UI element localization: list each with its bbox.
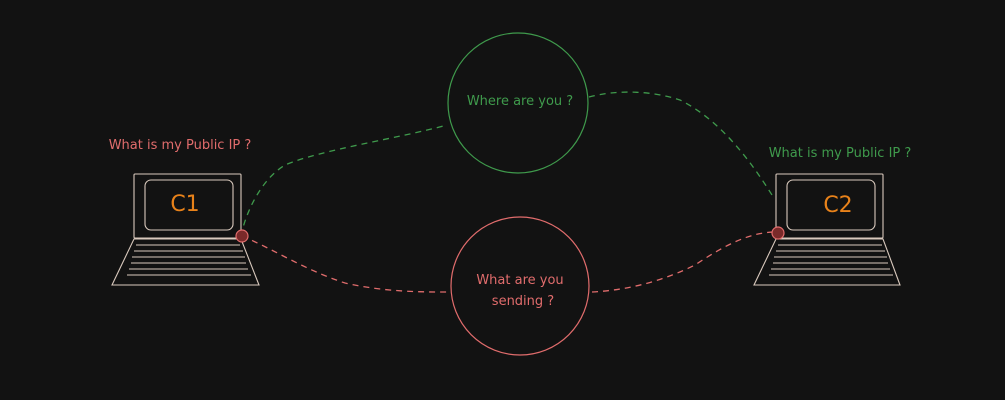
connector-green-right: [588, 91, 773, 196]
bottom-bubble: What are you sending ?: [450, 216, 590, 356]
c2-connection-point: [771, 226, 785, 240]
laptop-c1-icon: [111, 173, 260, 286]
connector-green-left: [240, 124, 448, 237]
connector-red-left: [241, 235, 448, 293]
client-c1-label: C1: [170, 192, 199, 217]
bottom-bubble-line2: sending ?: [492, 294, 554, 309]
laptop-c2-icon: [753, 173, 901, 286]
connector-red-right: [591, 231, 777, 293]
client-c1-question: What is my Public IP ?: [109, 138, 252, 153]
top-bubble-text: Where are you ?: [467, 94, 573, 109]
bottom-bubble-line1: What are you: [476, 273, 563, 288]
client-c2-question: What is my Public IP ?: [769, 146, 912, 161]
top-bubble: Where are you ?: [447, 32, 589, 174]
client-c2-label: C2: [823, 193, 852, 218]
c1-connection-point: [235, 229, 249, 243]
